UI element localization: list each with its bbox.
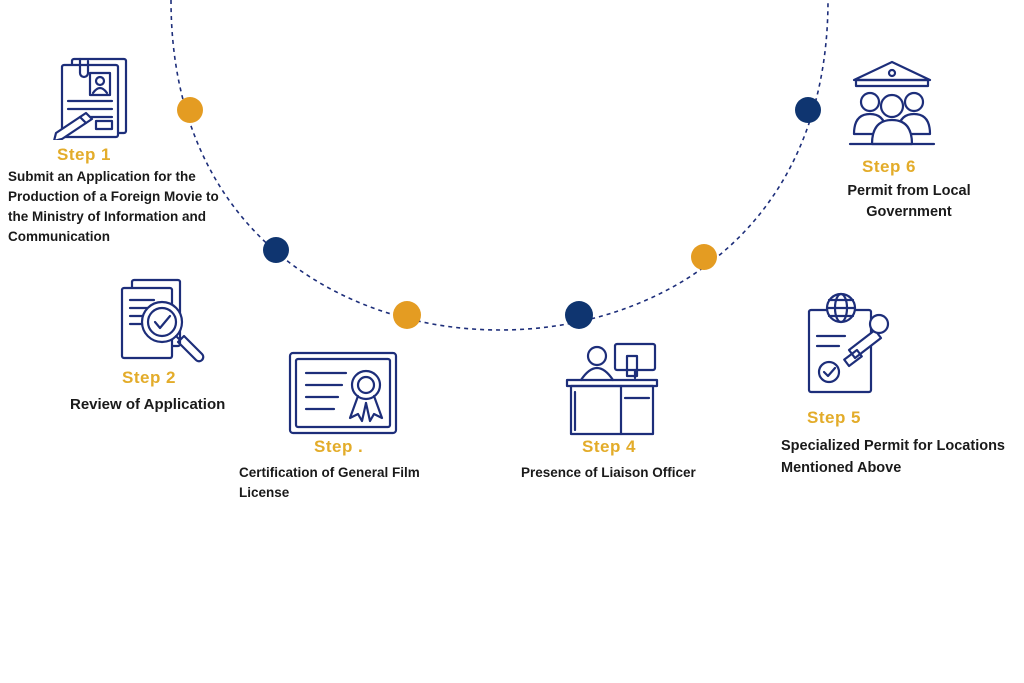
step-3-description: Certification of General Film License (239, 465, 420, 500)
timeline-dot-5 (691, 244, 717, 270)
timeline-dot-1 (177, 97, 203, 123)
government-building-people-icon (848, 58, 936, 148)
timeline-dot-4 (565, 301, 593, 329)
certificate-icon (288, 351, 398, 435)
step-6-label: Step 6 (862, 157, 917, 176)
dashed-arc-path (170, 0, 829, 331)
step-5-label: Step 5 (807, 408, 862, 427)
application-form-icon (50, 55, 132, 140)
step-4-label: Step 4 (582, 437, 637, 456)
step-3-label: Step . (314, 437, 364, 456)
timeline-dot-2 (263, 237, 289, 263)
step-6-description: Permit from Local Government (847, 183, 971, 220)
step-2-label: Step 2 (122, 368, 177, 387)
step-1-description: Submit an Application for the Production… (8, 169, 219, 244)
officer-at-desk-icon (565, 342, 660, 436)
document-review-magnifier-icon (118, 278, 206, 363)
step-5-description: Specialized Permit for Locations Mention… (781, 438, 1005, 476)
step-2-description: Review of Application (70, 396, 226, 413)
timeline-dot-3 (393, 301, 421, 329)
stamped-permit-icon (805, 290, 895, 396)
timeline-dot-6 (795, 97, 821, 123)
step-1-label: Step 1 (57, 145, 112, 164)
step-4-description: Presence of Liaison Officer (521, 465, 696, 480)
